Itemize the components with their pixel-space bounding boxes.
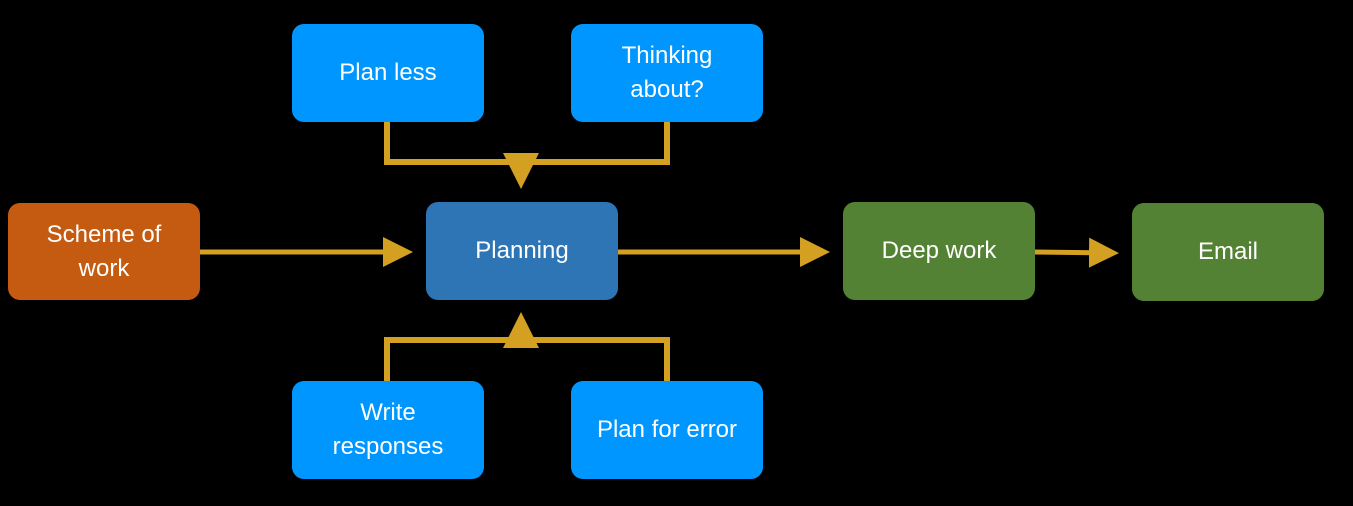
scheme-of-work-label: Scheme of work (46, 220, 162, 282)
write-responses-node: Write responses (292, 381, 484, 479)
plan-less-label: Plan less (339, 59, 437, 86)
scheme-of-work-node: Scheme of work (8, 203, 200, 300)
arrow-deep-work-to-email (1034, 237, 1119, 268)
email-label: Email (1197, 238, 1258, 265)
write-responses-label: Write responses (332, 399, 444, 460)
planning-label: Planning (475, 237, 569, 264)
email-node: Email (1132, 203, 1324, 301)
connector-plan-less-to-merge (384, 122, 670, 165)
planning-node: Planning (426, 202, 618, 300)
deep-work-node: Deep work (843, 202, 1035, 300)
plan-less-node: Plan less (292, 24, 484, 122)
plan-for-error-node: Plan for error (571, 381, 763, 479)
deep-work-label: Deep work (881, 237, 997, 264)
thinking-about-node: Thinking about? (571, 24, 763, 122)
connector-write-responses-to-merge (384, 337, 670, 381)
thinking-about-label: Thinking about? (621, 42, 713, 103)
plan-for-error-label: Plan for error (596, 416, 738, 443)
